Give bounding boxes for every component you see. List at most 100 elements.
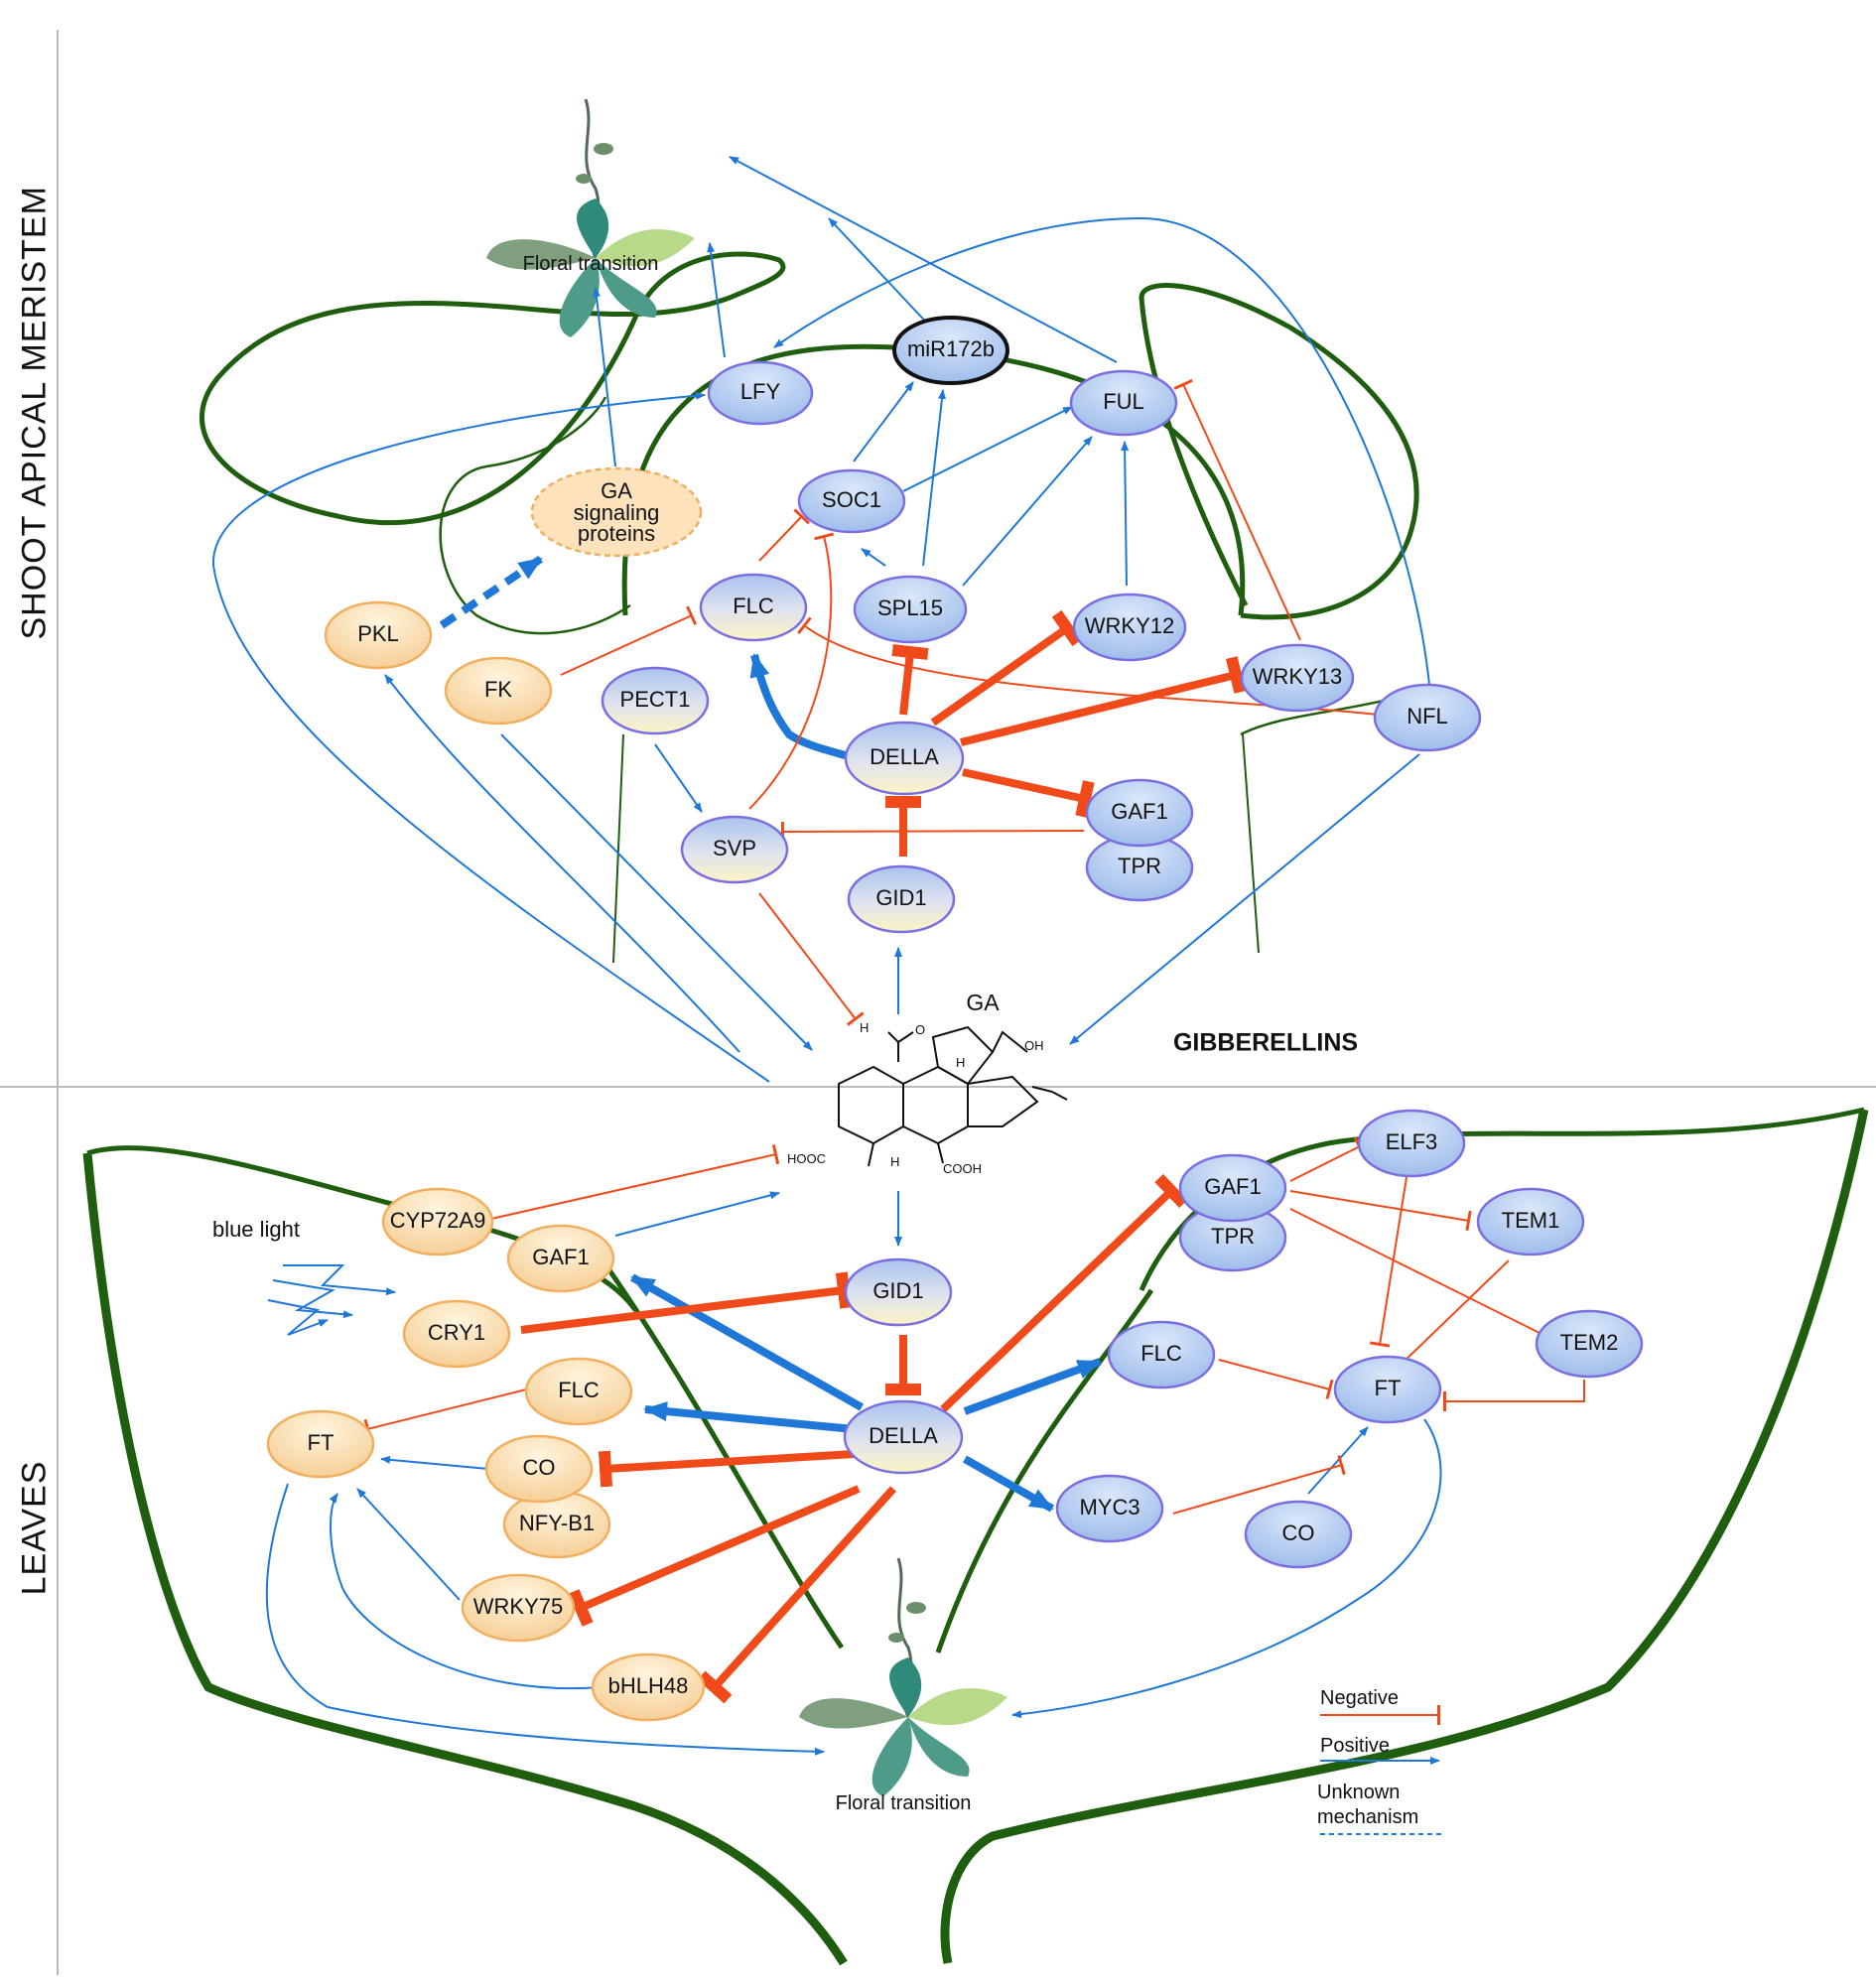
edge-bhlh48-ft xyxy=(329,1493,602,1690)
floral-plant-icon-bottom xyxy=(799,1557,1007,1796)
node-nfyb1: NFY-B1 xyxy=(502,1490,611,1559)
node-lfy-label: LFY xyxy=(740,379,781,404)
edge-fk-flc xyxy=(560,605,698,676)
edge-della-wrky12 xyxy=(930,609,1083,727)
node-gaf1-top-label: GAF1 xyxy=(1111,799,1167,824)
node-myc3: MYC3 xyxy=(1055,1474,1164,1543)
node-svp-label: SVP xyxy=(713,836,756,860)
edge-cry1-gid1 xyxy=(520,1271,853,1334)
edge-soc1-mir xyxy=(853,381,914,462)
legend: Negative Positive Unknown mechanism xyxy=(1317,1687,1444,1835)
node-gid1-leaf: GID1 xyxy=(844,1257,953,1327)
node-della-leaf-label: DELLA xyxy=(869,1423,938,1448)
node-flc-right: FLC xyxy=(1107,1320,1216,1389)
edge-mir-floral xyxy=(828,217,934,330)
edge-della-spl15 xyxy=(891,644,929,716)
node-fk: FK xyxy=(444,656,553,726)
sam-right-loop xyxy=(1139,283,1419,620)
ga-molecule xyxy=(838,1025,1068,1167)
node-gaf1-right-label: GAF1 xyxy=(1204,1174,1261,1199)
edge-pect1-svp xyxy=(654,743,703,813)
node-ft-right: FT xyxy=(1333,1355,1442,1424)
node-wrky12: WRKY12 xyxy=(1072,593,1187,662)
edge-gasig-floral xyxy=(593,287,616,467)
edge-della-gaf1-leaf xyxy=(630,1273,864,1411)
node-della-leaf: DELLA xyxy=(843,1399,964,1475)
ga-chem-hooc: HOOC xyxy=(787,1151,826,1166)
node-ft-left: FT xyxy=(266,1409,375,1479)
edge-della-wrky13 xyxy=(960,656,1247,746)
legend-unknown-label-1: Unknown xyxy=(1317,1782,1400,1803)
node-wrky75-label: WRKY75 xyxy=(473,1594,563,1619)
edge-bluelight-2 xyxy=(272,1279,353,1319)
edge-ft-floral-right xyxy=(1011,1418,1442,1719)
edge-bluelight-3 xyxy=(267,1299,329,1336)
edge-gaf1-ga xyxy=(614,1191,780,1237)
node-pkl-label: PKL xyxy=(357,621,399,646)
edge-gaf1-tem1 xyxy=(1289,1190,1472,1232)
node-elf3-label: ELF3 xyxy=(1386,1129,1438,1154)
floral-plant-icon-top xyxy=(486,98,695,337)
edge-della-wrky75 xyxy=(568,1485,861,1627)
edge-della-gaf1 xyxy=(962,768,1095,818)
node-svp: SVP xyxy=(680,815,789,884)
node-bhlh48: bHLH48 xyxy=(591,1652,706,1722)
stem-right xyxy=(1242,733,1260,954)
node-tem2: TEM2 xyxy=(1535,1309,1644,1379)
node-soc1-label: SOC1 xyxy=(822,487,881,512)
ga-chem-oh: OH xyxy=(1024,1038,1044,1053)
node-ft-right-label: FT xyxy=(1375,1376,1402,1400)
edge-wrky75-ft xyxy=(356,1488,461,1601)
node-gid1-top-label: GID1 xyxy=(875,885,926,910)
node-co-right: CO xyxy=(1244,1500,1353,1569)
edge-svp-ga xyxy=(758,892,865,1026)
ga-chem-h-mid: H xyxy=(956,1055,965,1070)
edge-della-flc xyxy=(749,653,851,760)
ga-chem-h-top: H xyxy=(860,1020,869,1035)
edge-co-ft-right xyxy=(1307,1426,1369,1495)
legend-unknown-label-2: mechanism xyxy=(1317,1806,1418,1828)
sam-negative-strong xyxy=(885,609,1247,857)
edge-ful-floral xyxy=(729,156,1118,363)
node-gaf1-right: GAF1 xyxy=(1178,1153,1287,1223)
edge-co-ft-left xyxy=(380,1455,489,1470)
leaf-midrib-right xyxy=(935,1288,1154,1653)
edge-flc-soc1 xyxy=(758,508,810,562)
leaf-left xyxy=(82,1152,848,1966)
node-pect1: PECT1 xyxy=(601,666,710,735)
node-tpr-right: TPR xyxy=(1178,1203,1287,1272)
edge-ga-pkl xyxy=(384,674,740,1053)
node-fk-label: FK xyxy=(484,677,512,702)
edge-soc1-ful xyxy=(902,406,1073,492)
edge-svp-soc1 xyxy=(748,532,835,810)
edge-elf3-ft xyxy=(1369,1170,1408,1348)
node-flc-right-label: FLC xyxy=(1140,1341,1182,1366)
node-ft-left-label: FT xyxy=(308,1430,335,1455)
edge-tem1-ft xyxy=(1392,1259,1510,1374)
ga-signaling-line-2: signaling xyxy=(574,500,660,525)
node-pkl: PKL xyxy=(324,600,433,670)
floral-transition-top-label: Floral transition xyxy=(523,253,659,275)
node-gaf1-top: GAF1 xyxy=(1085,778,1194,848)
ga-chem-o: O xyxy=(915,1022,925,1037)
node-nfl-label: NFL xyxy=(1407,704,1448,728)
node-tpr-right-label: TPR xyxy=(1211,1224,1255,1249)
edge-gaf1-elf3 xyxy=(1289,1136,1366,1182)
edge-spl15-soc1 xyxy=(861,548,886,567)
node-co-right-label: CO xyxy=(1282,1520,1315,1545)
edge-spl15-mir xyxy=(922,389,946,567)
node-pect1-label: PECT1 xyxy=(620,687,691,712)
legend-positive-label: Positive xyxy=(1320,1735,1390,1757)
node-mir172b: miR172b xyxy=(892,316,1009,385)
node-tem1-label: TEM1 xyxy=(1502,1208,1560,1233)
blue-light-label: blue light xyxy=(212,1217,300,1242)
edge-spl15-ful xyxy=(962,436,1093,587)
node-cry1-label: CRY1 xyxy=(428,1320,485,1345)
edge-gaf1-tem2 xyxy=(1289,1208,1549,1345)
node-nfl: NFL xyxy=(1373,683,1482,752)
edge-fk-ga xyxy=(500,733,813,1051)
edge-pkl-gasig-unknown xyxy=(439,555,544,629)
edge-cyp-ga xyxy=(490,1144,780,1220)
stem-left xyxy=(612,733,624,964)
node-cyp72a9-label: CYP72A9 xyxy=(390,1208,486,1233)
